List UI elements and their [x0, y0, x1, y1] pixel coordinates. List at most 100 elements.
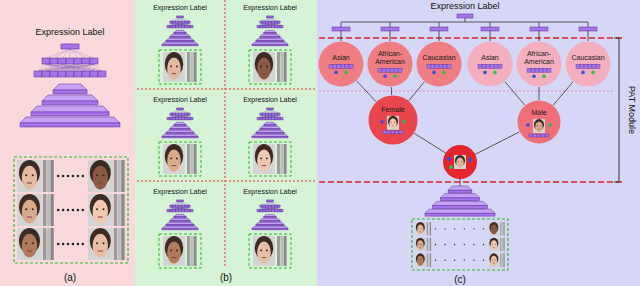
weight-line: [273, 207, 282, 210]
feature-unit: [443, 64, 447, 68]
node-label: Female: [374, 106, 413, 114]
output-unit: [177, 200, 183, 202]
weight-line: [261, 202, 270, 205]
weight-line: [183, 115, 192, 118]
face: [167, 149, 181, 171]
mouth: [172, 73, 176, 74]
conv-layer-top: [448, 186, 472, 190]
fc-unit: [280, 210, 283, 212]
fc-unit: [269, 205, 272, 207]
feature-dot: [532, 74, 536, 78]
conv-layer-front: [162, 228, 198, 229]
fc-unit: [263, 210, 266, 212]
bracket-line: [439, 22, 440, 27]
weight-line: [54, 49, 70, 58]
feature-unit: [391, 131, 395, 134]
face-photo: [88, 160, 113, 192]
feature-unit: [427, 64, 431, 68]
feature-unit: [584, 64, 588, 68]
fc-unit: [170, 205, 173, 207]
bracket-line: [490, 31, 491, 41]
eye: [25, 242, 27, 244]
ethnicity-circle: African-American: [516, 41, 562, 87]
feature-unit: [329, 64, 333, 68]
conv-layer-front: [174, 33, 186, 34]
expression-strip: [500, 253, 501, 267]
conv-layer-front: [162, 44, 198, 45]
fc-unit: [260, 205, 263, 207]
conv-layer-front: [53, 90, 87, 94]
fc-unit: [260, 118, 263, 120]
fc-unit: [176, 118, 179, 120]
gender-circle: Female: [368, 95, 418, 145]
expression-strip: [190, 52, 193, 82]
weight-line: [70, 49, 86, 58]
fc-unit: [98, 71, 106, 77]
eye: [390, 122, 392, 124]
fc-unit: [277, 21, 280, 23]
eye: [266, 158, 268, 160]
fc-unit: [173, 21, 176, 23]
conv-layer-front: [166, 40, 194, 41]
ellipsis-dot: [464, 259, 465, 260]
output-unit: [61, 44, 79, 49]
ellipsis-dot: [454, 228, 455, 229]
conv-layer-front: [170, 221, 190, 222]
fc-unit: [176, 113, 179, 115]
conv-layer-front: [166, 132, 194, 133]
expression-strip: [114, 228, 117, 260]
mouth: [459, 165, 461, 166]
feature-dot: [548, 123, 552, 127]
face: [491, 240, 498, 250]
fc-unit: [181, 21, 184, 23]
photo-ground: [454, 155, 466, 169]
feature-dot: [483, 71, 487, 75]
weight-line: [78, 64, 102, 71]
conv-layer-front: [440, 198, 479, 201]
output-label: Expression Label: [243, 188, 297, 196]
face: [417, 224, 424, 234]
panel-letter: (a): [64, 272, 76, 283]
weight-line: [270, 202, 276, 205]
fc-unit: [50, 71, 58, 77]
weight-line: [177, 23, 191, 26]
weight-line: [270, 18, 276, 21]
mouth: [493, 247, 495, 248]
fc-unit: [167, 210, 170, 212]
fc-unit: [277, 210, 280, 212]
fc-unit: [74, 58, 82, 64]
output-label: Expression Label: [243, 4, 297, 12]
conv-layer-top: [433, 201, 488, 205]
face: [22, 234, 37, 258]
conv-layer-front: [425, 213, 495, 216]
feature-unit: [588, 64, 592, 68]
expression-strip: [502, 222, 503, 236]
bracket-line: [539, 22, 540, 27]
weight-line: [183, 207, 192, 210]
ellipsis-dot: [473, 244, 474, 245]
ellipsis-dot: [62, 209, 65, 212]
photo-ground: [88, 160, 113, 192]
fc-unit: [34, 71, 42, 77]
eye: [418, 243, 420, 245]
feature-unit: [547, 68, 551, 72]
fc-unit: [181, 118, 184, 120]
ellipsis-dot: [435, 228, 436, 229]
conv-layer-top: [260, 126, 280, 128]
expression-strip: [427, 253, 428, 267]
ellipsis-dot: [435, 244, 436, 245]
eye: [170, 158, 172, 160]
weight-line: [171, 202, 180, 205]
expression-strip: [502, 238, 503, 252]
fc-unit: [58, 58, 66, 64]
weight-line: [270, 202, 279, 205]
fc-unit: [271, 118, 274, 120]
conv-layer-front: [260, 37, 280, 38]
circle-fill: [566, 42, 611, 87]
conv-layer-top: [264, 214, 276, 216]
ethnicity-circle: African-American: [367, 41, 413, 87]
fc-unit: [274, 205, 277, 207]
eye: [266, 66, 268, 68]
weight-line: [38, 64, 94, 71]
feature-unit: [490, 64, 494, 68]
